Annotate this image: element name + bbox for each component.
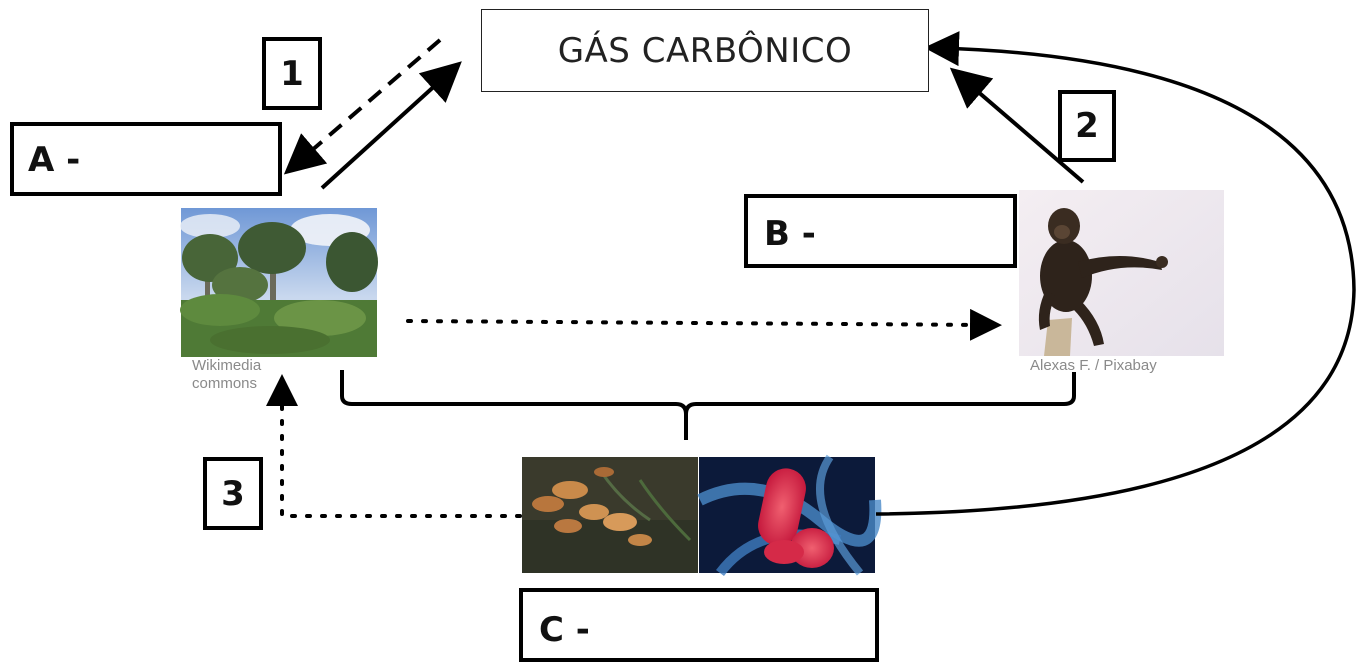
answer-label-b: B - (764, 214, 816, 254)
arrow-producers-to-gas (320, 61, 462, 190)
carbon-dioxide-box: GÁS CARBÔNICO (481, 9, 929, 92)
forest-credit-line-2: commons (192, 375, 258, 392)
forest-credit-line-1: Wikimedia (192, 357, 262, 374)
mushrooms-photo (522, 457, 698, 573)
forest-photo-credit: Wikimedia commons (192, 357, 261, 393)
number-2-box: 2 (1058, 90, 1116, 162)
bacteria-photo (697, 454, 882, 577)
forest-photo (180, 208, 378, 357)
answer-box-a[interactable]: A - (10, 122, 282, 196)
number-3-box: 3 (203, 457, 263, 530)
arrow-consumers-to-gas (949, 67, 1085, 184)
chimpanzee-photo (1019, 190, 1224, 356)
number-1-box: 1 (262, 37, 322, 110)
answer-label-a: A - (28, 140, 81, 180)
arrow-gas-to-producers (283, 38, 442, 175)
grouping-bracket (340, 370, 1076, 440)
arrow-producers-to-consumers (406, 308, 1002, 341)
arrow-decomposers-to-gas (875, 31, 1356, 516)
number-2: 2 (1075, 106, 1099, 146)
answer-box-b[interactable]: B - (744, 194, 1017, 268)
carbon-dioxide-title: GÁS CARBÔNICO (557, 30, 853, 71)
number-3: 3 (221, 473, 245, 514)
answer-label-c: C - (539, 610, 590, 650)
chimp-photo-credit: Alexas F. / Pixabay (1030, 357, 1157, 375)
answer-box-c[interactable]: C - (519, 588, 879, 662)
chimp-credit-text: Alexas F. / Pixabay (1030, 357, 1157, 374)
number-1: 1 (280, 53, 304, 94)
arrow-decomposers-to-producers (266, 374, 522, 518)
